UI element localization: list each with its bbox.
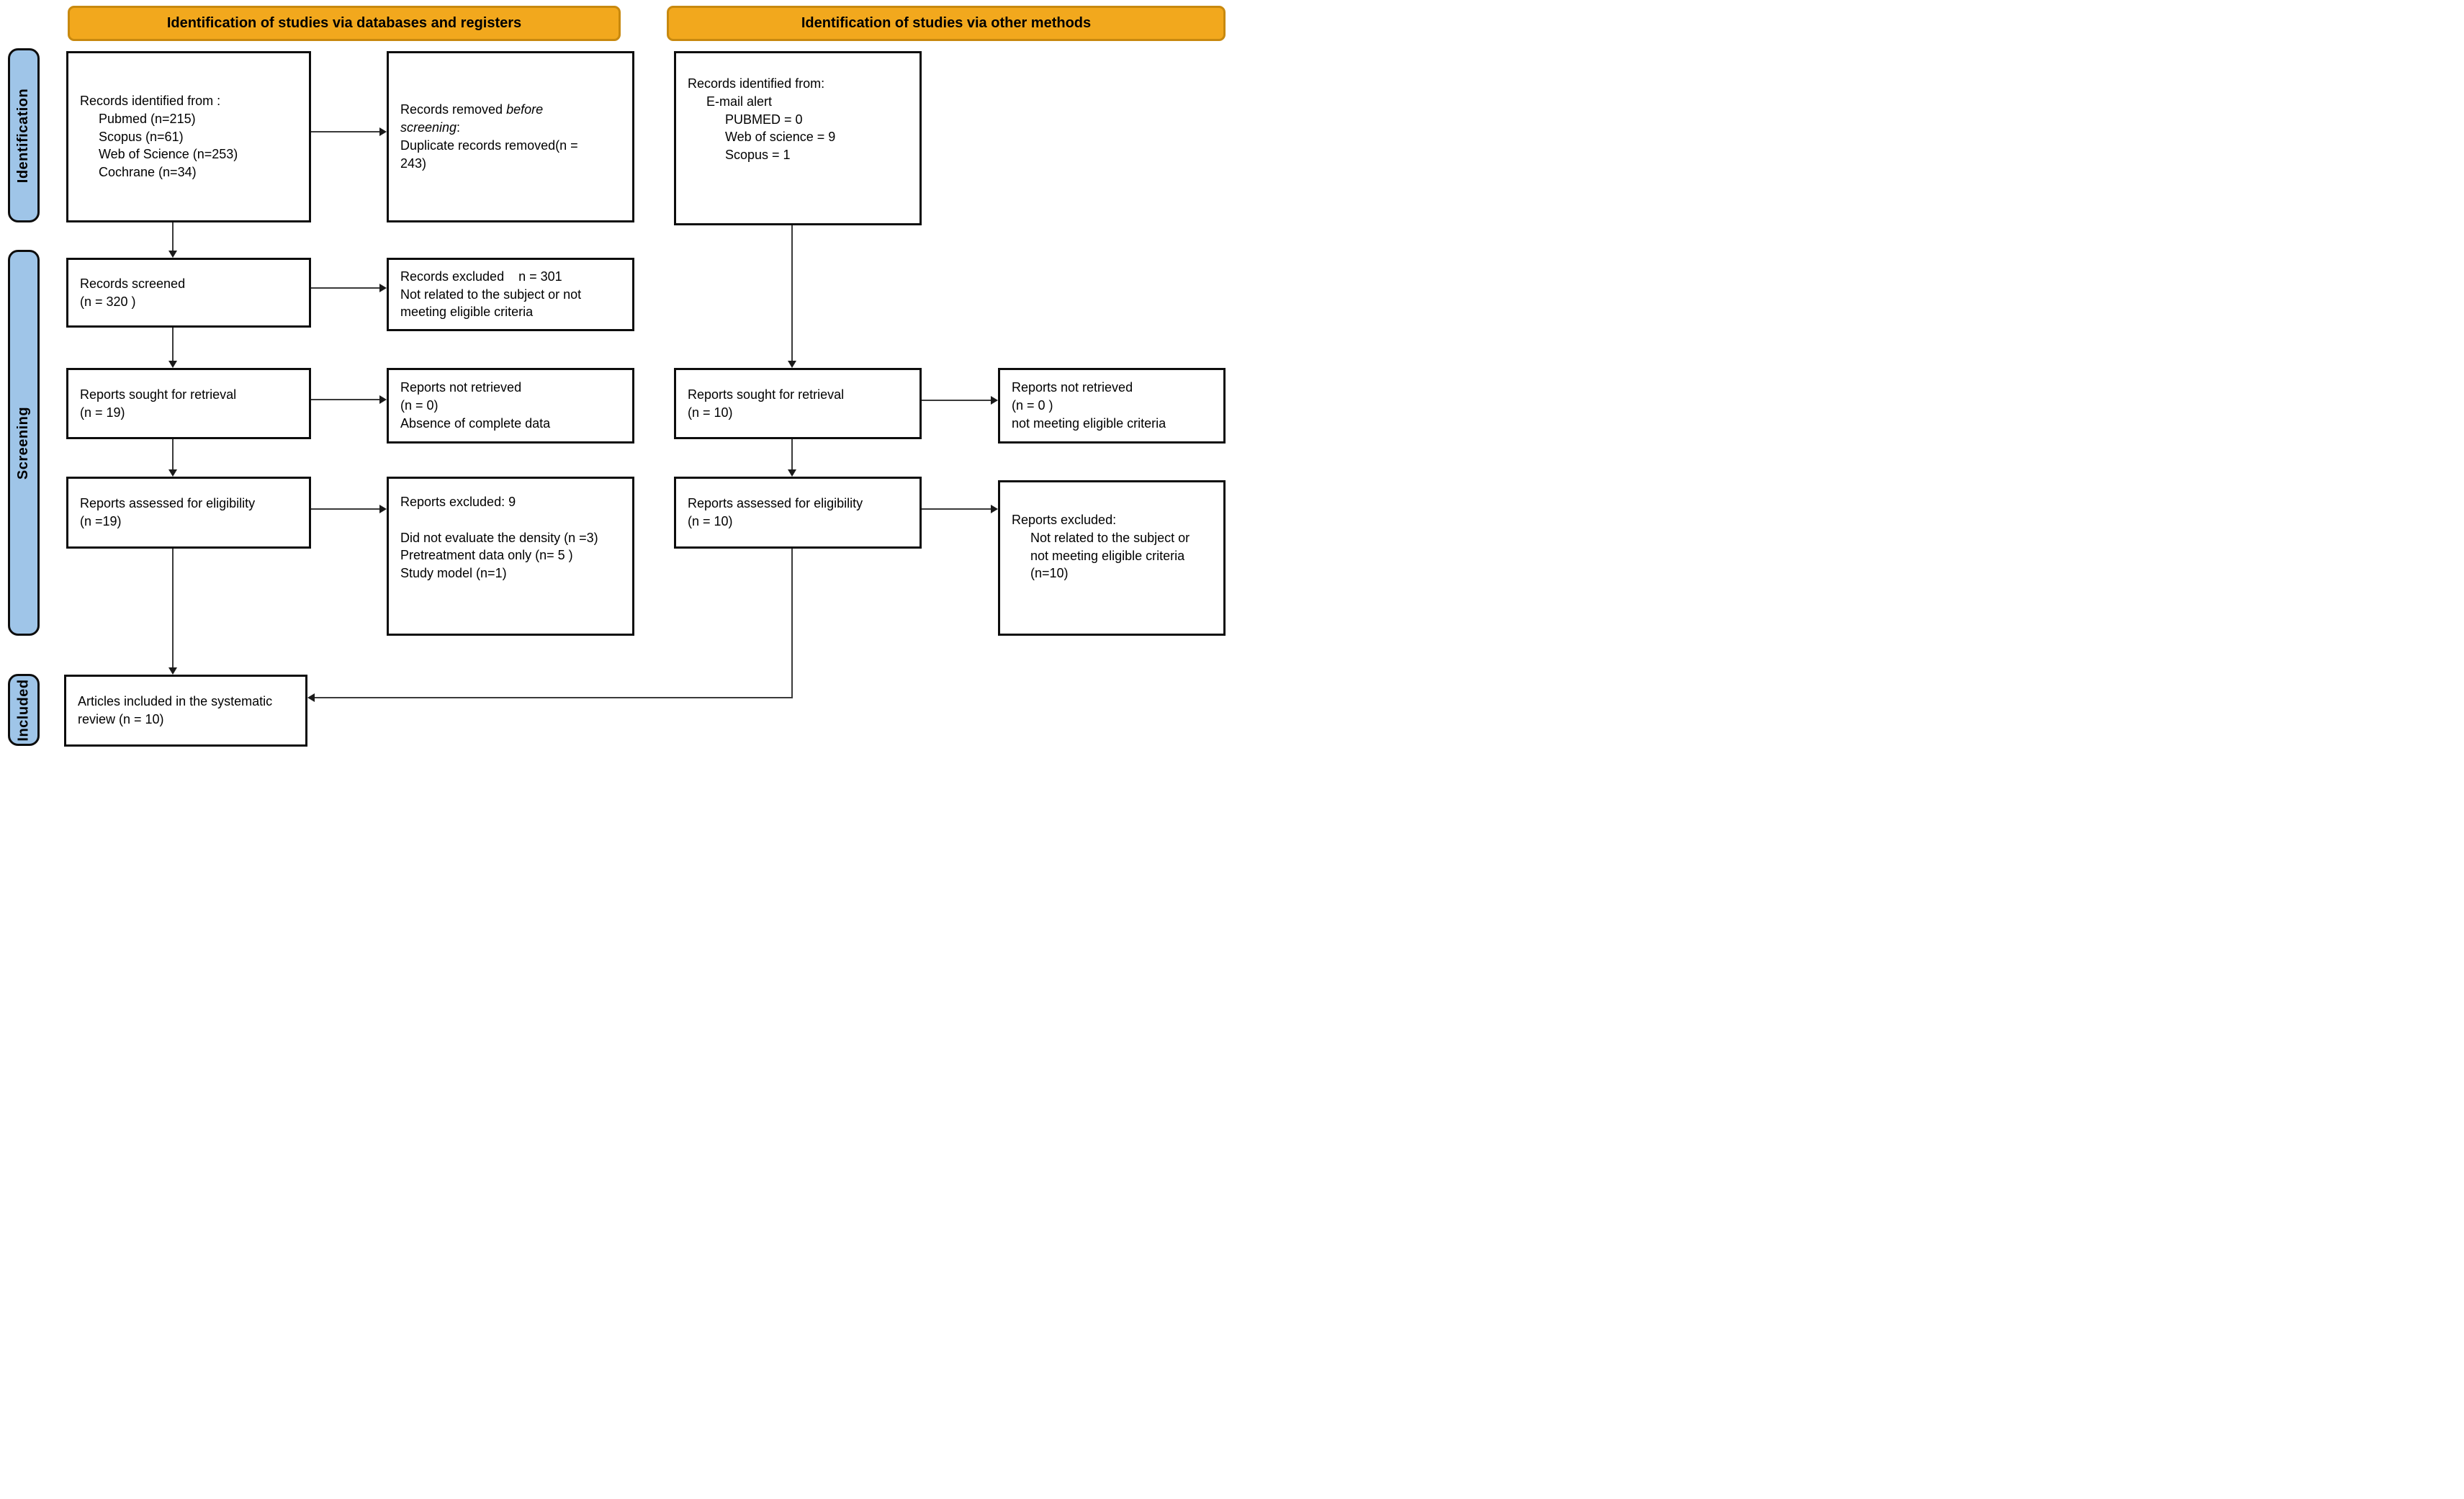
box-text-line: (n = 10) [688, 405, 733, 420]
box-text-line: Not related to the subject or [1030, 530, 1190, 545]
arrowhead-down-icon [168, 469, 177, 477]
box-text-line: (n = 0 ) [1012, 398, 1053, 413]
box-text-line: Reports sought for retrieval [80, 387, 237, 402]
box-text-line: Records screened [80, 276, 186, 291]
box-text-line: (n = 10) [688, 514, 733, 528]
box-text-line: Web of science = 9 [725, 130, 836, 145]
box-reports-not-retrieved-databases: Reports not retrieved (n = 0) Absence of c… [387, 368, 634, 444]
arrowhead-down-icon [168, 251, 177, 258]
box-text-line: Study model (n=1) [400, 566, 507, 581]
box-text-line: Reports excluded: 9 [400, 495, 516, 509]
box-text-line: Reports not retrieved [1012, 380, 1133, 395]
box-text-line: E-mail alert [706, 94, 773, 109]
arrow-identified-to-screened [172, 222, 174, 252]
box-reports-sought-databases: Reports sought for retrieval (n = 19) [66, 368, 311, 439]
box-text-line: Pubmed (n=215) [99, 111, 196, 126]
banner-other-methods-label: Identification of studies via other meth… [801, 15, 1092, 31]
box-text-line: (n = 19) [80, 405, 125, 420]
arrow-screened-to-excluded [311, 287, 380, 289]
box-records-identified-databases: Records identified from : Pubmed (n=215) S… [66, 51, 311, 222]
arrowhead-down-icon [168, 667, 177, 675]
box-text-line: Not related to the subject or not [400, 287, 582, 302]
arrow-om-assessed-elbow-vertical [791, 549, 793, 698]
box-reports-assessed-databases: Reports assessed for eligibility (n =19) [66, 477, 311, 549]
box-text-line: Scopus (n=61) [99, 129, 184, 144]
arrowhead-right-icon [379, 505, 387, 513]
arrowhead-right-icon [991, 505, 998, 513]
box-reports-assessed-other: Reports assessed for eligibility (n = 10) [674, 477, 922, 549]
box-records-screened: Records screened (n = 320 ) [66, 258, 311, 328]
box-text-line: (n = 320 ) [80, 294, 136, 309]
box-text-line: Records excluded n = 301 [400, 269, 562, 284]
stage-identification: Identification [8, 48, 40, 222]
arrowhead-right-icon [379, 127, 387, 136]
box-text-line: 243) [400, 156, 427, 171]
box-text-line: meeting eligible criteria [400, 305, 534, 320]
box-text-line: review (n = 10) [78, 712, 164, 726]
box-text-line: (n = 0) [400, 398, 439, 413]
arrowhead-right-icon [991, 396, 998, 405]
box-text-line: screening: [400, 120, 461, 135]
box-text-line: Reports assessed for eligibility [688, 496, 863, 511]
arrow-assessed-to-excluded [311, 508, 380, 510]
box-text-line: Duplicate records removed(n = [400, 138, 578, 153]
arrowhead-left-icon [307, 693, 315, 702]
arrow-assessed-to-included [172, 549, 174, 669]
box-text-line: (n =19) [80, 514, 122, 528]
arrowhead-down-icon [788, 361, 796, 368]
box-text-line: PUBMED = 0 [725, 112, 803, 127]
box-text-line: Reports sought for retrieval [688, 387, 845, 402]
box-text-line: Did not evaluate the density (n =3) [400, 530, 598, 545]
box-text-line: not meeting eligible criteria [1012, 415, 1166, 431]
arrow-sought-to-notretrieved [311, 399, 380, 400]
stage-included: Included [8, 674, 40, 746]
box-articles-included: Articles included in the systematic revie… [64, 675, 307, 747]
stage-identification-label: Identification [15, 88, 32, 183]
box-text-line: Reports assessed for eligibility [80, 496, 256, 511]
box-reports-excluded-other: Reports excluded: Not related to the subj… [998, 480, 1226, 636]
box-text-line: not meeting eligible criteria [1030, 548, 1185, 563]
stage-screening-label: Screening [15, 406, 32, 480]
box-text-line: Records identified from: [688, 76, 825, 91]
banner-other-methods: Identification of studies via other meth… [667, 6, 1226, 41]
stage-included-label: Included [15, 678, 32, 742]
box-text-line [400, 511, 625, 529]
arrow-om-sought-to-notretrieved [922, 400, 992, 401]
box-records-removed-before-screening: Records removed before screening: Duplicat… [387, 51, 634, 222]
arrow-om-assessed-elbow-horizontal [314, 697, 793, 698]
box-text-line: Web of Science (n=253) [99, 147, 238, 162]
arrowhead-right-icon [379, 395, 387, 404]
arrow-identified-to-removed [311, 131, 380, 132]
banner-databases-registers: Identification of studies via databases … [68, 6, 621, 41]
box-text-line: Cochrane (n=34) [99, 165, 197, 180]
banner-databases-label: Identification of studies via databases … [166, 15, 522, 31]
box-text-line: Reports excluded: [1012, 513, 1117, 527]
arrowhead-right-icon [379, 284, 387, 292]
arrowhead-down-icon [788, 469, 796, 477]
box-text-line: Pretreatment data only (n= 5 ) [400, 548, 573, 563]
box-text-line: Records removed before [400, 102, 544, 117]
arrow-om-assessed-to-excluded [922, 508, 992, 510]
box-reports-excluded-databases: Reports excluded: 9 Did not evaluate the… [387, 477, 634, 636]
box-text-line: Reports not retrieved [400, 380, 522, 395]
arrow-om-identified-to-sought [791, 225, 793, 362]
box-text-line: (n=10) [1030, 566, 1069, 581]
box-text-line: Articles included in the systematic [78, 694, 273, 709]
arrow-screened-to-sought [172, 328, 174, 362]
box-reports-not-retrieved-other: Reports not retrieved (n = 0 ) not meeting… [998, 368, 1226, 444]
box-text-line: Scopus = 1 [725, 148, 791, 163]
arrow-sought-to-assessed [172, 439, 174, 471]
box-text-line: Absence of complete data [400, 415, 551, 431]
arrow-om-sought-to-assessed [791, 439, 793, 471]
box-reports-sought-other: Reports sought for retrieval (n = 10) [674, 368, 922, 439]
stage-screening: Screening [8, 250, 40, 636]
arrowhead-down-icon [168, 361, 177, 368]
prisma-flow-diagram: Identification of studies via databases … [0, 0, 1232, 750]
box-text-line: Records identified from : [80, 93, 221, 108]
